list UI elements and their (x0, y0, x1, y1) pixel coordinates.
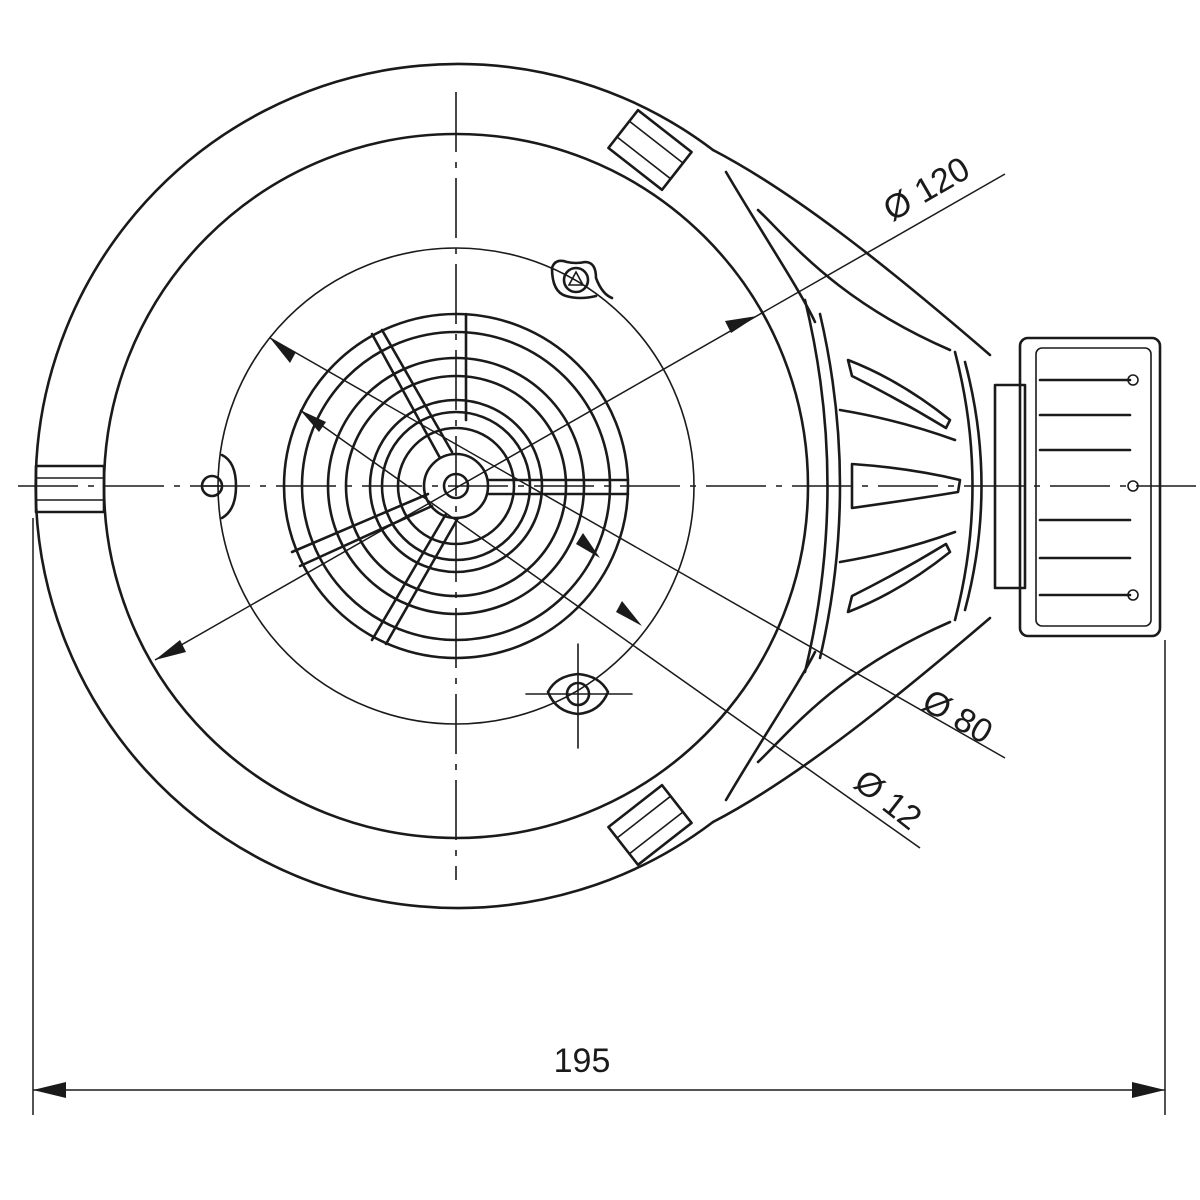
screw-boss-top (550, 259, 614, 300)
dimension-overall-width: 195 (32, 518, 1166, 1115)
connector (993, 336, 1162, 638)
cone-rim-lower (756, 620, 952, 764)
slot-left (34, 464, 106, 514)
grille-spokes (290, 312, 630, 646)
dimension-diameter-80: Ø 80 (269, 337, 1006, 759)
mounting-slots (34, 108, 693, 867)
dimension-label-120: Ø 120 (877, 150, 976, 229)
cone-lower-outer (711, 616, 992, 824)
cone-fins (838, 358, 962, 614)
slot-bottom (607, 783, 693, 867)
dimension-label-195: 195 (554, 1042, 611, 1080)
cone-rim-upper (756, 208, 952, 352)
connector-nut (1018, 336, 1162, 638)
screw-bosses (200, 259, 633, 749)
cone-upper-outer (711, 148, 992, 357)
screw-boss-bottom (525, 643, 633, 749)
centerlines (18, 92, 1198, 880)
cone-upper-inner (724, 170, 817, 324)
cone-lower-inner (724, 650, 817, 802)
slot-top (607, 108, 693, 192)
dimension-label-12: Ø 12 (847, 762, 928, 837)
dimension-label-80: Ø 80 (916, 682, 999, 752)
